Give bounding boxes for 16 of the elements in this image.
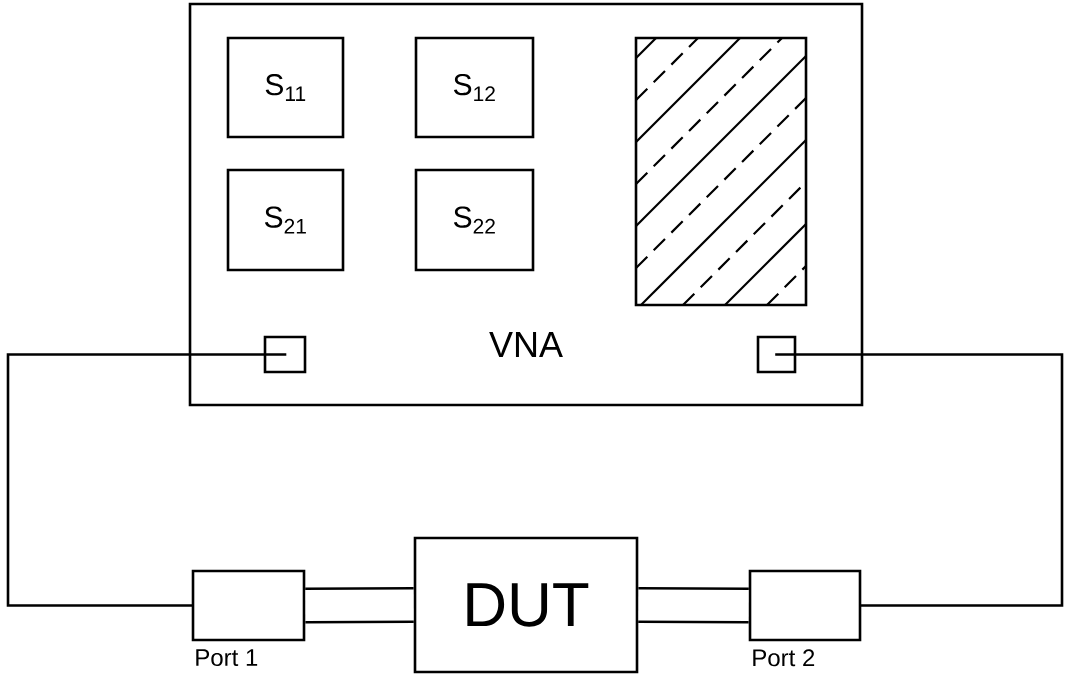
- cable: [6, 353, 287, 607]
- port-box: [191, 569, 306, 642]
- cable: [775, 353, 1064, 607]
- parameter-box: S$_{21}$: [226, 168, 345, 272]
- parameter-box: S$_{12}$: [414, 36, 535, 139]
- parameter-box: S$_{11}$: [226, 36, 345, 139]
- cable: [638, 586, 749, 624]
- hatched-screen: [634, 36, 808, 307]
- port-label: Port 2: [753, 649, 815, 667]
- device-box: DUT: [413, 536, 639, 674]
- port-connector: [263, 335, 307, 374]
- port-connector: [756, 335, 797, 374]
- cable: [305, 586, 414, 624]
- parameter-box: S$_{22}$: [414, 168, 535, 272]
- port-box: [748, 569, 862, 642]
- port-label: Port 1: [196, 649, 258, 667]
